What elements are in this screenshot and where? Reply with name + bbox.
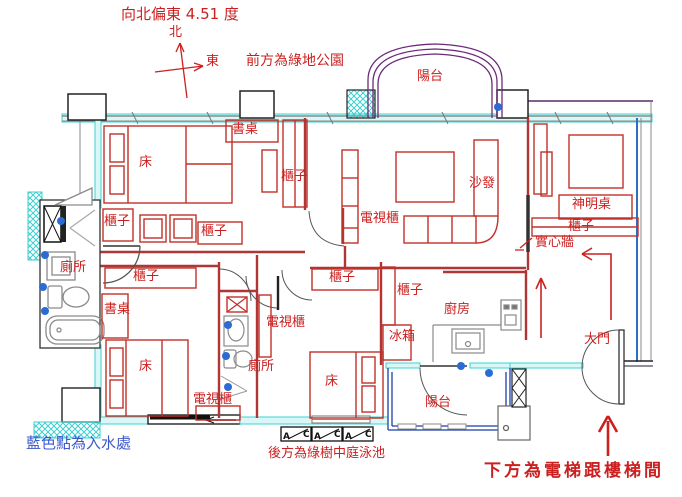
water-inlet-dots xyxy=(39,103,502,391)
label-tv-cabinet-3: 電視櫃 xyxy=(193,392,233,407)
water-inlet-note: 藍色點為入水處 xyxy=(26,434,132,452)
door-swings xyxy=(218,210,345,400)
label-altar-table: 神明桌 xyxy=(572,197,612,212)
label-bed-1: 床 xyxy=(139,155,153,170)
compass xyxy=(154,42,204,99)
label-toilet-left: 廁所 xyxy=(60,260,87,275)
ac-label-a-3: A xyxy=(345,432,352,442)
solid-wall-pointer xyxy=(515,237,533,251)
compass-north-label: 北 xyxy=(169,25,183,40)
front-park-note: 前方為綠地公園 xyxy=(246,53,344,69)
elevator-note: 下方為電梯跟樓梯間 xyxy=(484,461,664,481)
label-cabinet-7: 櫃子 xyxy=(397,283,424,298)
ac-label-c-3: C xyxy=(365,430,372,440)
ac-label-c-2: C xyxy=(334,430,341,440)
bottom-balcony xyxy=(387,365,531,441)
label-cabinet-5: 櫃子 xyxy=(133,269,160,284)
compass-east-label: 東 xyxy=(206,54,220,69)
label-balcony-top: 陽台 xyxy=(417,69,444,84)
label-toilet-middle: 廁所 xyxy=(248,359,275,374)
compass-title: 向北偏東 4.51 度 xyxy=(121,5,239,23)
label-main-door: 大門 xyxy=(584,332,611,347)
ac-label-a-1: A xyxy=(283,432,290,442)
north-arrowhead xyxy=(175,42,185,53)
bathroom-left xyxy=(39,186,141,349)
label-cabinet-6: 櫃子 xyxy=(329,270,356,285)
label-bed-2: 床 xyxy=(139,359,153,374)
label-fridge: 冰箱 xyxy=(389,329,416,344)
annotation-arrows xyxy=(515,237,619,456)
main-door-swing xyxy=(581,329,625,405)
label-sofa: 沙發 xyxy=(469,176,496,191)
label-solid-wall: 實心牆 xyxy=(535,235,575,250)
label-cabinet-4: 櫃子 xyxy=(568,219,595,234)
ac-label-a-2: A xyxy=(314,432,321,442)
back-pool-note: 後方為綠樹中庭泳池 xyxy=(268,446,386,461)
east-arrowhead xyxy=(193,62,204,72)
label-balcony-bottom: 陽台 xyxy=(425,395,452,410)
furniture xyxy=(101,119,639,421)
label-desk-1: 書桌 xyxy=(232,122,259,137)
label-desk-2: 書桌 xyxy=(104,302,131,317)
label-kitchen: 廚房 xyxy=(444,302,471,317)
ac-label-c-1: C xyxy=(303,430,310,440)
label-cabinet-3: 櫃子 xyxy=(201,224,228,239)
ac-units: A C A C A C xyxy=(280,426,374,442)
label-cabinet-2: 櫃子 xyxy=(104,214,131,229)
label-bed-3: 床 xyxy=(325,374,339,389)
kitchen-fixtures xyxy=(432,299,522,362)
label-tv-cabinet-1: 電視櫃 xyxy=(360,211,400,226)
label-cabinet-1: 櫃子 xyxy=(281,169,308,184)
label-tv-cabinet-2: 電視櫃 xyxy=(266,315,306,330)
top-balcony-arch xyxy=(367,43,503,118)
